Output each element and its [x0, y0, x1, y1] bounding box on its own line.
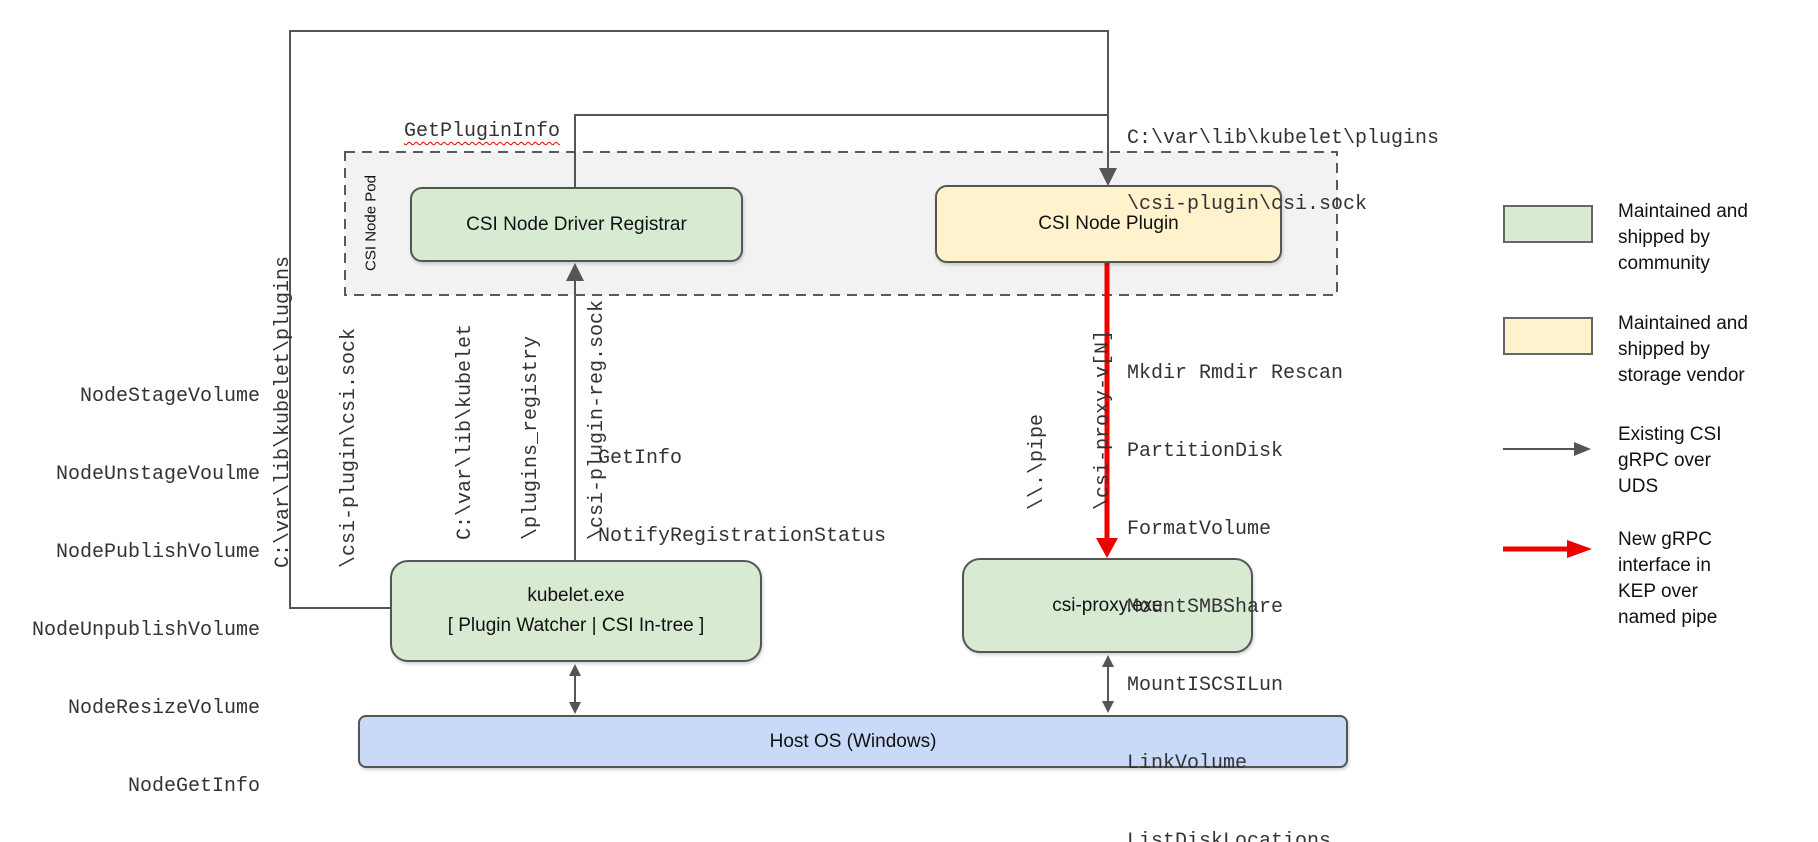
legend-community-line: Maintained and [1618, 201, 1748, 222]
legend-vendor-line: shipped by [1618, 339, 1710, 360]
node-rpc-item: NodePublishVolume [55, 541, 260, 564]
proxy-rpc-item: FormatVolume [1127, 518, 1272, 541]
legend-pipe-line: interface in [1618, 555, 1711, 576]
legend-pipe-line: New gRPC [1618, 529, 1712, 550]
registrar-getplugininfo-line [574, 114, 1107, 187]
getplugininfo-label: GetPluginInfo [404, 120, 561, 143]
csi-sock-path-side-label: C:\var\lib\kubelet\plugins \csi-plugin\c… [229, 256, 405, 568]
legend-pipe-line: KEP over [1618, 581, 1698, 602]
legend-uds-line: UDS [1618, 476, 1659, 497]
proxy-rpc-item: MountSMBShare [1127, 596, 1284, 619]
named-pipe-line: \\.\pipe [1026, 414, 1049, 511]
host-os-label: Host OS (Windows) [769, 730, 937, 752]
csi-sock-path-side-line: C:\var\lib\kubelet\plugins [272, 255, 295, 569]
legend-uds-text: Existing CSI gRPC over UDS [1618, 422, 1721, 500]
proxy-rpc-list: Mkdir Rmdir Rescan PartitionDisk FormatV… [1127, 309, 1343, 842]
node-rpc-item: NodeStageVolume [79, 385, 260, 408]
kubelet-title: kubelet.exe [527, 585, 625, 606]
proxy-rpc-item: ListDiskLocations [1127, 830, 1332, 842]
legend-community-line: shipped by [1618, 227, 1710, 248]
legend-uds-line: Existing CSI [1618, 424, 1722, 445]
legend-vendor-line: Maintained and [1618, 313, 1748, 334]
csi-sock-path-top-line: \csi-plugin\csi.sock [1127, 193, 1368, 216]
registration-rpc-list: GetInfo NotifyRegistrationStatus [598, 394, 886, 602]
csiproxy-hostos-down-arrowhead-icon [1102, 701, 1114, 713]
proxy-rpc-item: PartitionDisk [1127, 440, 1284, 463]
kubelet-to-plugin-arrowhead-icon [1099, 168, 1117, 186]
named-pipe-line: \csi-proxy-v[N] [1092, 329, 1115, 511]
kubelet-to-plugin-uds-line [289, 30, 1109, 609]
legend-pipe-text: New gRPC interface in KEP over named pip… [1618, 527, 1717, 631]
kubelet-box: kubelet.exe [ Plugin Watcher | CSI In-tr… [390, 560, 762, 662]
legend-uds-line: gRPC over [1618, 450, 1711, 471]
csi-sock-path-side-line: \csi-plugin\csi.sock [338, 327, 361, 569]
csi-node-driver-registrar-label: CSI Node Driver Registrar [466, 213, 687, 235]
node-rpc-item: NodeUnpublishVolume [31, 619, 260, 642]
legend-vendor-swatch [1503, 317, 1593, 355]
node-rpc-item: NodeUnstageVoulme [55, 463, 260, 486]
registration-rpc-item: NotifyRegistrationStatus [598, 525, 887, 548]
kubelet-to-registrar-arrowhead-icon [566, 263, 584, 281]
node-rpc-item: NodeResizeVolume [67, 697, 260, 720]
registry-sock-path-line: \plugins_registry [520, 335, 543, 541]
csi-sock-path-top-line: C:\var\lib\kubelet\plugins [1127, 127, 1440, 150]
csiproxy-hostos-up-arrowhead-icon [1102, 655, 1114, 667]
csi-node-driver-registrar-box: CSI Node Driver Registrar [410, 187, 743, 262]
registration-rpc-item: GetInfo [598, 447, 683, 470]
node-rpc-list: NodeStageVolume NodeUnstageVoulme NodePu… [32, 332, 260, 842]
host-os-box: Host OS (Windows) [358, 715, 1348, 768]
registry-sock-path-line: C:\var\lib\kubelet [454, 323, 477, 541]
legend-community-swatch [1503, 205, 1593, 243]
legend-community-line: community [1618, 253, 1710, 274]
legend-pipe-arrowhead-icon [1567, 540, 1592, 558]
kubelet-subtitle: [ Plugin Watcher | CSI In-tree ] [447, 615, 705, 636]
csi-node-plugin-box: CSI Node Plugin [935, 185, 1282, 263]
proxy-rpc-item: Mkdir Rmdir Rescan [1127, 362, 1344, 385]
proxy-rpc-item: MountISCSILun [1127, 674, 1284, 697]
legend-community-text: Maintained and shipped by community [1618, 199, 1748, 277]
legend-pipe-line: named pipe [1618, 607, 1718, 628]
node-rpc-item: NodeGetInfo [127, 775, 260, 798]
legend-uds-arrowhead-icon [1574, 442, 1591, 456]
csi-proxy-label: csi-proxy.exe [1052, 594, 1163, 616]
plugin-to-csiproxy-red-arrowhead-icon [1096, 538, 1118, 558]
proxy-rpc-item: LinkVolume [1127, 752, 1248, 775]
csi-node-plugin-label: CSI Node Plugin [1038, 213, 1179, 234]
csi-sock-path-top-label: C:\var\lib\kubelet\plugins \csi-plugin\c… [1127, 84, 1439, 260]
csi-proxy-box: csi-proxy.exe [962, 558, 1253, 653]
legend-vendor-text: Maintained and shipped by storage vendor [1618, 311, 1748, 389]
legend-vendor-line: storage vendor [1618, 365, 1745, 386]
kubelet-hostos-up-arrowhead-icon [569, 664, 581, 676]
kubelet-hostos-down-arrowhead-icon [569, 702, 581, 714]
